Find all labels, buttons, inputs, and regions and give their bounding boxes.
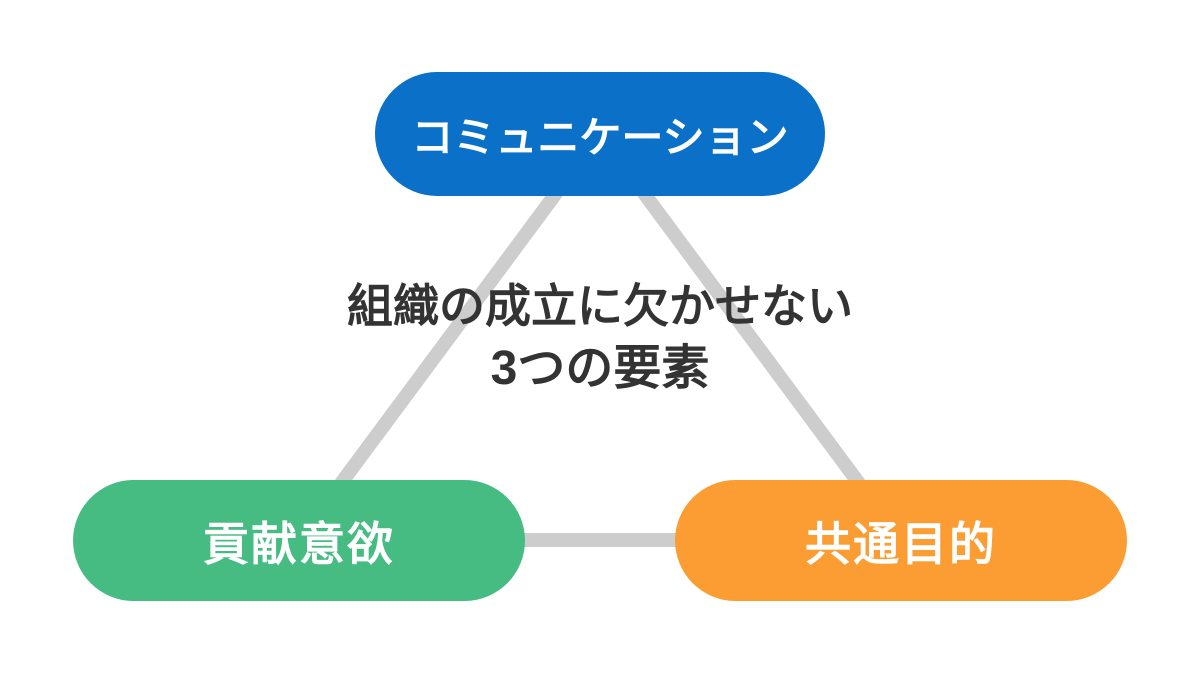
node-communication-label: コミュニケーション [411,113,789,161]
node-communication: コミュニケーション [375,72,825,196]
diagram-title: 組織の成立に欠かせない 3つの要素 [0,276,1200,400]
diagram-title-line2: 3つの要素 [490,341,710,395]
node-willingness-to-contribute-label: 貢献意欲 [203,517,395,570]
triangle-connector [285,122,915,547]
node-common-purpose-label: 共通目的 [805,517,997,570]
diagram-title-line1: 組織の成立に欠かせない [347,280,853,332]
node-willingness-to-contribute: 貢献意欲 [73,480,525,601]
node-common-purpose: 共通目的 [675,480,1127,601]
